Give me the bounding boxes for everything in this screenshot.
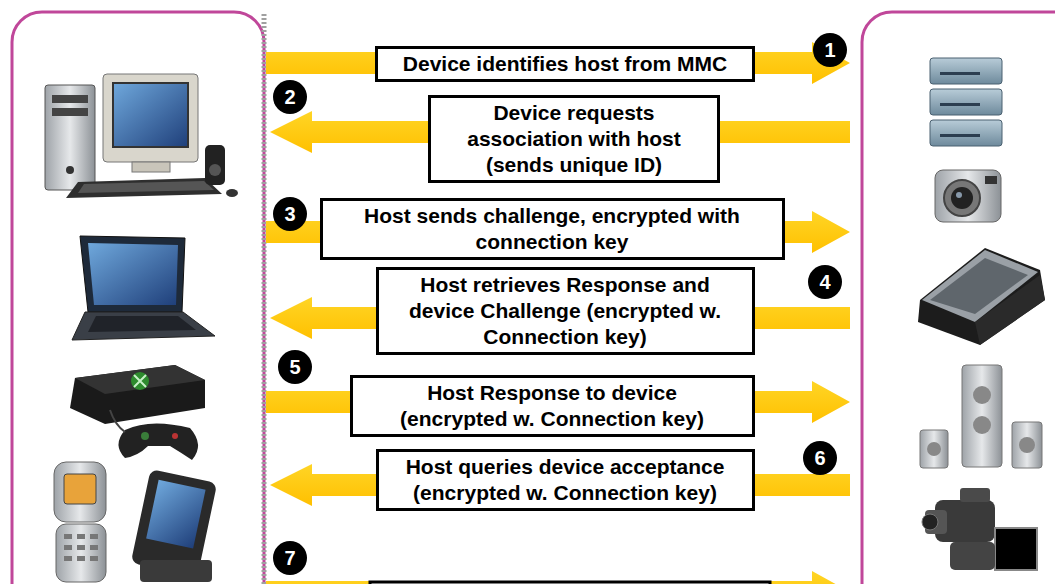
callout-number: 6 xyxy=(803,441,837,475)
step-text: Device identifies host from MMC xyxy=(396,51,734,77)
callout-number: 1 xyxy=(813,33,847,67)
step-text: Host Response to device (encrypted w. Co… xyxy=(379,380,726,432)
pda xyxy=(131,469,217,582)
arrow-right xyxy=(266,42,850,84)
network-devices xyxy=(930,58,1002,146)
callout-number: 3 xyxy=(273,197,307,231)
game-console xyxy=(70,365,205,460)
device-panel xyxy=(862,12,1055,584)
callout-number: 2 xyxy=(273,80,307,114)
desktop-pc xyxy=(45,74,238,198)
arrows xyxy=(266,42,850,584)
scanner xyxy=(918,248,1045,345)
message-box: Host queries device acceptance (encrypte… xyxy=(376,449,755,511)
step-text: Device requests association with host (s… xyxy=(441,100,707,178)
message-box: Host retrieves Response and device Chall… xyxy=(376,267,755,355)
speakers xyxy=(920,365,1042,468)
callout-number: 4 xyxy=(808,265,842,299)
step-text: Host sends challenge, encrypted with con… xyxy=(341,203,764,255)
callout-number: 5 xyxy=(278,350,312,384)
arrow-right xyxy=(266,571,850,584)
message-box: Host sends challenge, encrypted with con… xyxy=(320,198,785,260)
laptop xyxy=(72,236,215,340)
host-panel xyxy=(12,12,264,584)
camcorder xyxy=(922,488,1037,570)
callout-number: 7 xyxy=(273,541,307,575)
mobile-phone xyxy=(54,462,106,582)
step-text: Host queries device acceptance (encrypte… xyxy=(397,454,734,506)
digital-camera xyxy=(935,170,1001,222)
separator xyxy=(262,14,267,584)
step-text: Host retrieves Response and device Chall… xyxy=(397,272,734,350)
message-box: Device requests association with host (s… xyxy=(428,95,720,183)
cut-box xyxy=(370,582,770,584)
message-box: Host Response to device (encrypted w. Co… xyxy=(350,375,755,437)
message-box: Device identifies host from MMC xyxy=(375,46,755,82)
